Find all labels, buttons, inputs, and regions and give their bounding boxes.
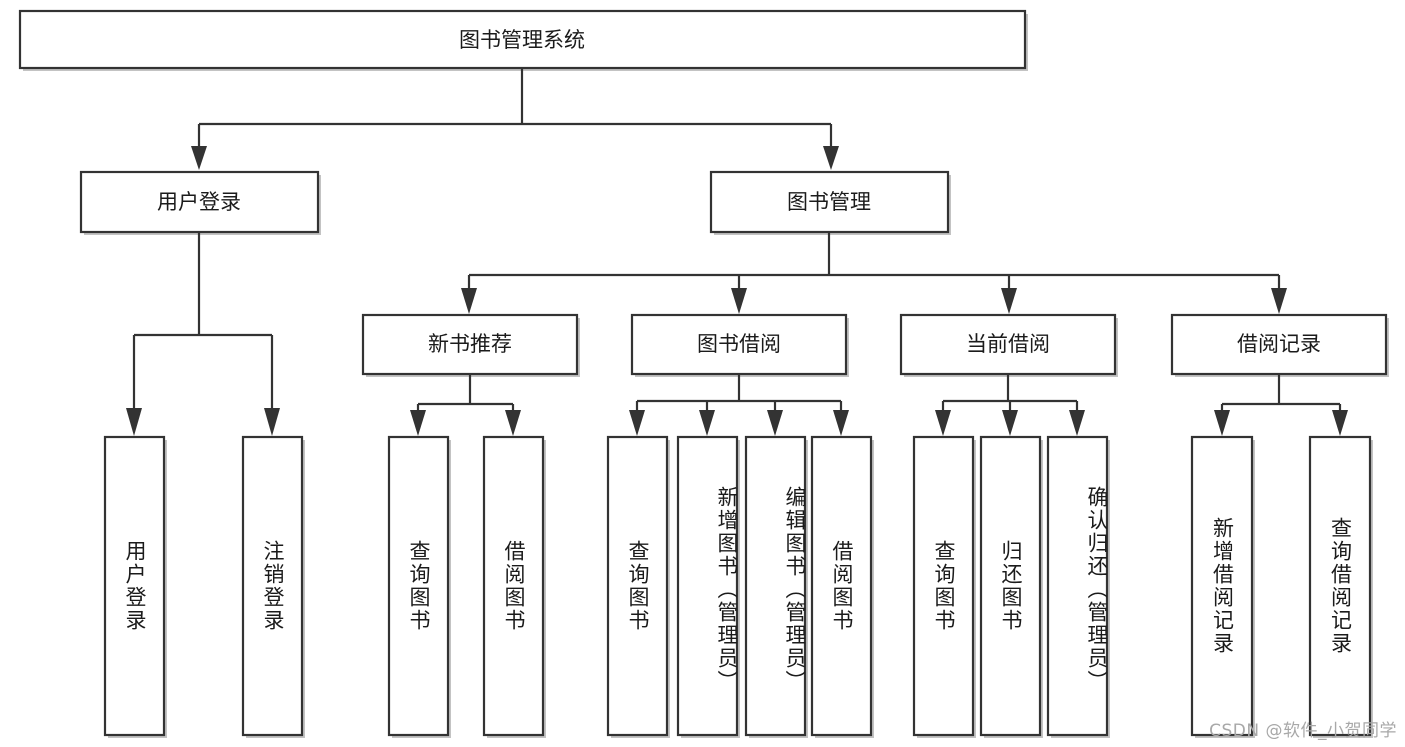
arrow-to-book-manage xyxy=(823,146,839,170)
leaf-node-cb-confirm-return[interactable] xyxy=(1046,435,1110,738)
leaf-box-cb-confirm-return xyxy=(1046,435,1109,737)
arrow-cb-leaf-2 xyxy=(1002,410,1018,436)
leaf-node-cb-query-book[interactable] xyxy=(912,435,976,738)
leaf-node-logout[interactable] xyxy=(241,435,305,738)
root-box xyxy=(18,9,1027,70)
arrow-cb-leaf-3 xyxy=(1069,410,1085,436)
current-borrow-box xyxy=(899,313,1117,376)
leaf-box-br-add-record xyxy=(1190,435,1254,737)
leaf-box-cb-return-book xyxy=(979,435,1042,737)
leaf-node-bb-query-book[interactable] xyxy=(606,435,670,738)
node-book-manage[interactable]: 图书管理 xyxy=(709,170,951,235)
arrow-bb-leaf-2 xyxy=(699,410,715,436)
arrow-bb-leaf-4 xyxy=(833,410,849,436)
current-borrow-label: 当前借阅 xyxy=(966,332,1050,356)
arrow-cb-leaf-1 xyxy=(935,410,951,436)
arrow-to-user-login-leaf xyxy=(126,408,142,436)
connector-user-login-to-leaves xyxy=(126,232,280,436)
leaf-node-nbr-borrow-book[interactable] xyxy=(482,435,546,738)
leaf-box-bb-add-book xyxy=(676,435,739,737)
connector-borrow-record-to-leaves xyxy=(1214,374,1348,436)
arrow-nbr-leaf-1 xyxy=(410,410,426,436)
leaf-node-bb-edit-book[interactable] xyxy=(744,435,808,738)
leaf-node-bb-borrow-book[interactable] xyxy=(810,435,874,738)
leaf-box-bb-query-book xyxy=(606,435,669,737)
leaf-box-nbr-borrow-book xyxy=(482,435,545,737)
leaf-box-user-login xyxy=(103,435,166,737)
leaf-node-bb-add-book[interactable] xyxy=(676,435,740,738)
connector-current-borrow-to-leaves xyxy=(935,374,1085,436)
connector-book-borrow-to-leaves xyxy=(629,374,849,436)
user-login-box xyxy=(79,170,320,234)
new-book-recommend-box xyxy=(361,313,579,376)
arrow-bb-leaf-1 xyxy=(629,410,645,436)
connector-new-book-recommend-to-leaves xyxy=(410,374,521,436)
root-label: 图书管理系统 xyxy=(459,28,585,52)
arrow-to-current-borrow xyxy=(1001,288,1017,314)
leaf-box-nbr-query-book xyxy=(387,435,450,737)
leaf-box-cb-query-book xyxy=(912,435,975,737)
leaf-box-br-query-record xyxy=(1308,435,1372,737)
leaf-box-bb-borrow-book xyxy=(810,435,873,737)
arrow-to-user-login xyxy=(191,146,207,170)
node-borrow-record[interactable]: 借阅记录 xyxy=(1170,313,1389,377)
csdn-watermark: CSDN @软件_小贺同学 xyxy=(1209,721,1397,741)
connector-root-to-level2 xyxy=(191,68,839,170)
borrow-record-label: 借阅记录 xyxy=(1237,332,1321,356)
arrow-to-borrow-record xyxy=(1271,288,1287,314)
arrow-to-logout-leaf xyxy=(264,408,280,436)
arrow-bb-leaf-3 xyxy=(767,410,783,436)
user-login-label: 用户登录 xyxy=(157,190,241,214)
book-borrow-label: 图书借阅 xyxy=(697,332,781,356)
new-book-recommend-label: 新书推荐 xyxy=(428,332,512,356)
node-root[interactable]: 图书管理系统 xyxy=(18,9,1028,71)
node-book-borrow[interactable]: 图书借阅 xyxy=(630,313,849,377)
leaf-box-logout xyxy=(241,435,304,737)
arrow-br-leaf-1 xyxy=(1214,410,1230,436)
leaf-node-br-add-record[interactable] xyxy=(1190,435,1255,738)
leaf-node-user-login[interactable] xyxy=(103,435,167,738)
node-current-borrow[interactable]: 当前借阅 xyxy=(899,313,1118,377)
connector-book-manage-to-level3 xyxy=(461,232,1287,314)
leaf-node-cb-return-book[interactable] xyxy=(979,435,1043,738)
leaf-node-br-query-record[interactable] xyxy=(1308,435,1373,738)
borrow-record-box xyxy=(1170,313,1388,376)
arrow-nbr-leaf-2 xyxy=(505,410,521,436)
leaf-node-nbr-query-book[interactable] xyxy=(387,435,451,738)
book-manage-label: 图书管理 xyxy=(787,190,871,214)
node-user-login[interactable]: 用户登录 xyxy=(79,170,321,235)
arrow-to-book-borrow xyxy=(731,288,747,314)
node-new-book-recommend[interactable]: 新书推荐 xyxy=(361,313,580,377)
arrow-br-leaf-2 xyxy=(1332,410,1348,436)
leaf-box-bb-edit-book xyxy=(744,435,807,737)
arrow-to-new-book-recommend xyxy=(461,288,477,314)
